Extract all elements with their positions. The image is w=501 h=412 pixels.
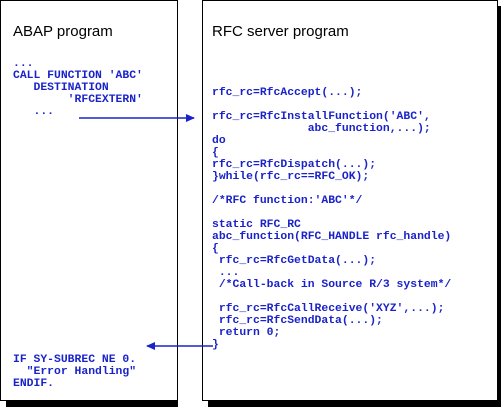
rfc-server-program-title: RFC server program bbox=[212, 23, 349, 40]
rfc-server-program-panel: RFC server program rfc_rc=RfcAccept(...)… bbox=[202, 0, 498, 401]
abap-call-function-code: ... CALL FUNCTION 'ABC' DESTINATION 'RFC… bbox=[13, 58, 143, 118]
rfc-abc-function-code: static RFC_RC abc_function(RFC_HANDLE rf… bbox=[212, 219, 452, 351]
abap-program-panel: ABAP program ... CALL FUNCTION 'ABC' DES… bbox=[0, 0, 178, 401]
rfc-server-main-code: rfc_rc=RfcAccept(...); rfc_rc=RfcInstall… bbox=[212, 87, 431, 207]
abap-error-handling-code: IF SY-SUBREC NE 0. "Error Handling" ENDI… bbox=[13, 354, 137, 390]
abap-program-title: ABAP program bbox=[13, 23, 113, 40]
